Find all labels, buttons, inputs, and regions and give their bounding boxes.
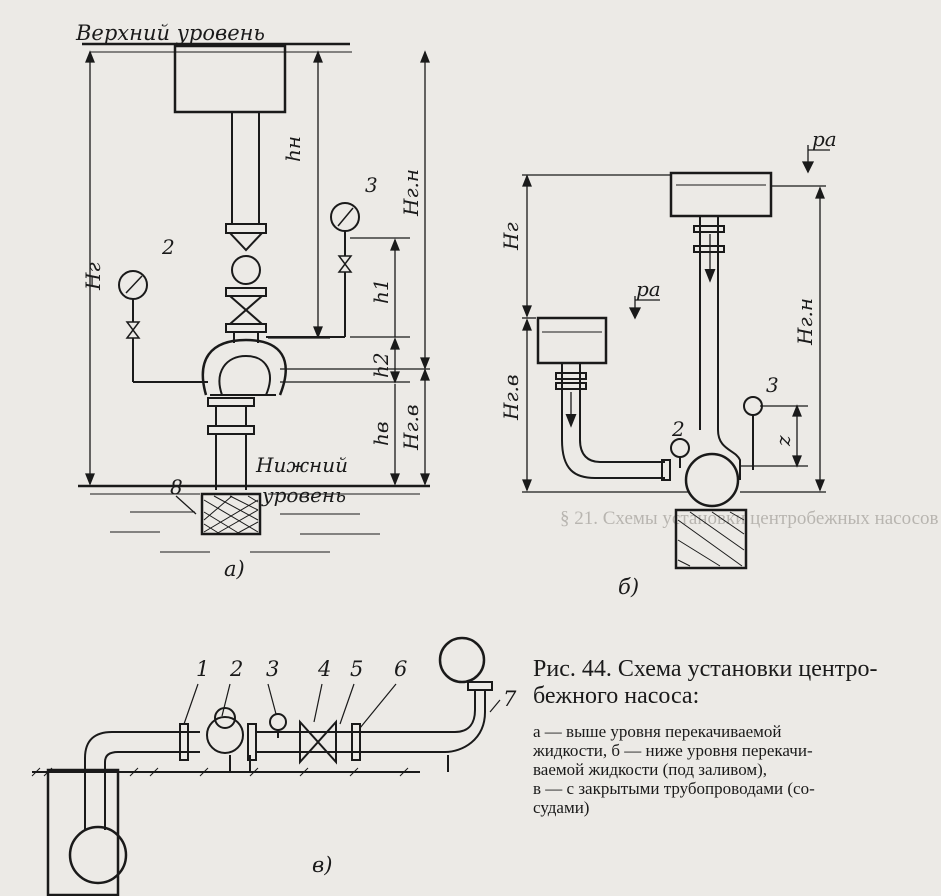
fig-a-label: а) [224, 557, 245, 581]
pump-v [206, 716, 244, 754]
component-2: 2 [229, 657, 243, 681]
gauge-2b-number: 2 [671, 417, 685, 441]
upper-tank-b [669, 171, 773, 218]
fig-b-label: б) [618, 575, 639, 599]
caption-line-1: а — выше уровня перекачиваемой [533, 722, 782, 741]
pump-b [684, 452, 740, 508]
caption-line-3: ваемой жидкости (под заливом), [533, 760, 768, 779]
dimension-lines-a [85, 50, 430, 515]
hg-label: Hг [81, 262, 105, 291]
flange [225, 223, 267, 234]
caption-line-5: судами) [533, 798, 590, 817]
upper-level-label: Верхний уровень [75, 21, 265, 45]
background-heading: § 21. Схемы установки центробежных насос… [560, 508, 939, 529]
strainer-number: 8 [170, 475, 183, 499]
dimension-lines-b [522, 145, 830, 493]
figure-caption: Рис. 44. Схема установки центро-бежного … [533, 656, 933, 817]
component-7: 7 [503, 687, 517, 711]
lower-tank-b [536, 316, 608, 365]
component-4: 4 [317, 657, 331, 681]
component-3: 3 [266, 657, 279, 681]
h2-label: h2 [369, 352, 393, 378]
hgv-b-label: Hг.в [499, 374, 523, 421]
hg-b-label: Hг [499, 222, 523, 251]
lower-level-label-1: Нижний [255, 453, 348, 477]
upper-tank [173, 44, 287, 114]
pa-label-lower: pa [636, 277, 661, 301]
gauge-3-number: 3 [365, 173, 378, 197]
pa-label-upper: pa [812, 127, 837, 151]
hgv-label: Hг.в [399, 404, 423, 451]
closed-vessel [46, 768, 120, 896]
z-label: z [771, 435, 795, 447]
gauge-2-number: 2 [161, 235, 175, 259]
hv-label: hв [369, 421, 393, 446]
hgn-label: Hг.н [399, 169, 423, 217]
diagram-b [522, 145, 830, 570]
lower-level-label-2: уровень [261, 483, 346, 507]
pump-casing [201, 338, 287, 396]
caption-title: Рис. 44. Схема установки центро-бежного … [533, 656, 878, 709]
hn-label: hн [281, 136, 305, 162]
gauge-3b-number: 3 [766, 373, 779, 397]
component-6: 6 [394, 657, 407, 681]
caption-line-2: жидкости, б — ниже уровня перекачи- [533, 741, 813, 760]
component-1: 1 [196, 657, 209, 681]
diagram-v [31, 636, 501, 896]
h1-label: h1 [369, 278, 393, 304]
caption-line-4: в — с закрытыми трубопроводами (со- [533, 779, 815, 798]
diagram-a [78, 42, 430, 553]
check-valve [231, 255, 261, 285]
component-5: 5 [350, 657, 363, 681]
fig-v-label: в) [312, 853, 332, 877]
strainer [200, 492, 262, 536]
hgn-b-label: Hг.н [793, 298, 817, 346]
